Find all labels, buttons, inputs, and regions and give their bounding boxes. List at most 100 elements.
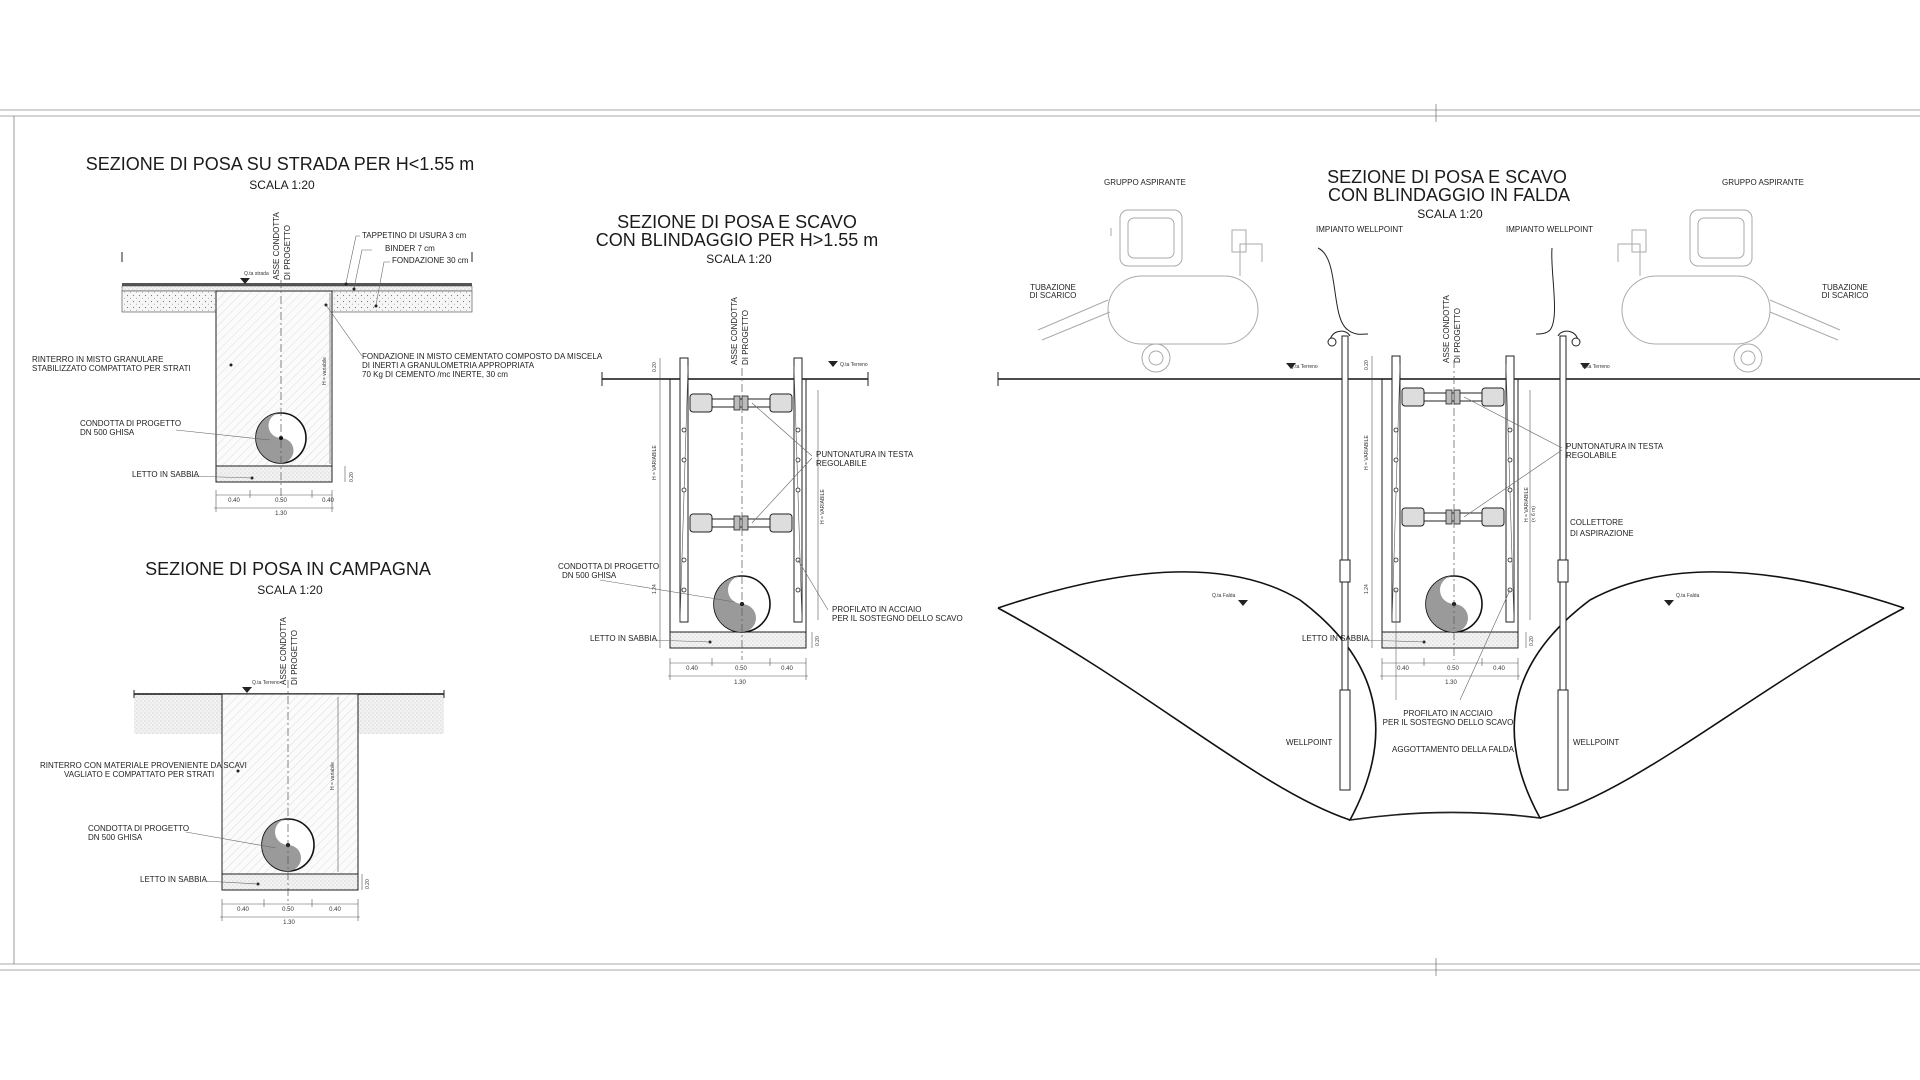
falda-hose-right	[1535, 247, 1555, 335]
strada-level-icon	[240, 278, 250, 284]
strada-rinterro-1: RINTERRO IN MISTO GRANULARE	[32, 355, 163, 364]
campagna-dim-3: 0.40	[329, 907, 341, 913]
strada-scale: SCALA 1:20	[249, 178, 315, 192]
campagna-dim-bed: 0.20	[365, 879, 371, 889]
falda-profile-bolts	[1393, 427, 1513, 593]
sheet-frame	[0, 104, 1920, 976]
section-strada: SEZIONE DI POSA SU STRADA PER H<1.55 m S…	[32, 154, 603, 517]
blindaggio-strut-bottom	[689, 513, 793, 533]
blindaggio-h-variable-right: H = VARIABILE	[820, 489, 826, 524]
blindaggio-puntonatura-1: PUNTONATURA IN TESTA	[816, 450, 914, 459]
falda-h-variable: H = VARIABILE	[1364, 435, 1370, 470]
campagna-dim-total: 1.30	[283, 920, 295, 926]
falda-tubazione-left-1: TUBAZIONE	[1030, 283, 1076, 292]
blindaggio-letto: LETTO IN SABBIA	[590, 634, 658, 643]
falda-dim-total: 1.30	[1445, 680, 1457, 686]
blindaggio-h-variable: H = VARIABILE	[652, 445, 658, 480]
strada-dim-2: 0.50	[275, 498, 287, 504]
strada-condotta-2: DN 500 GHISA	[80, 428, 135, 437]
falda-tubazione-left-2: DI SCARICO	[1030, 291, 1077, 300]
falda-tubazione-right-2: DI SCARICO	[1822, 291, 1869, 300]
strada-axis-label-1: ASSE CONDOTTA	[272, 211, 281, 280]
falda-hose-left	[1317, 247, 1369, 335]
falda-strut-bottom	[1401, 507, 1505, 527]
strada-binder	[121, 285, 473, 292]
falda-level-falda-left: Q.ta Falda	[1212, 593, 1236, 599]
strada-pipe	[255, 412, 307, 464]
falda-impianto-left: IMPIANTO WELLPOINT	[1316, 225, 1403, 234]
falda-scale: SCALA 1:20	[1417, 207, 1483, 221]
falda-letto: LETTO IN SABBIA	[1302, 634, 1370, 643]
blindaggio-condotta-2: DN 500 GHISA	[562, 571, 617, 580]
falda-collettore-2: DI ASPIRAZIONE	[1570, 529, 1634, 538]
strada-tappetino	[122, 283, 472, 286]
falda-machine-left	[1037, 209, 1263, 373]
blindaggio-level-icon	[828, 361, 838, 367]
strada-level: Q.ta strada	[244, 271, 269, 277]
falda-dim-bed: 0.20	[1529, 636, 1535, 646]
campagna-scale: SCALA 1:20	[257, 583, 323, 597]
falda-level-falda-right-icon	[1664, 600, 1674, 606]
blindaggio-axis-label-1: ASSE CONDOTTA	[730, 296, 739, 365]
falda-dim-top: 0.20	[1364, 360, 1370, 370]
strada-rinterro-2: STABILIZZATO COMPATTATO PER STRATI	[32, 364, 191, 373]
blindaggio-puntonatura-2: REGOLABILE	[816, 459, 867, 468]
falda-aggottamento: AGGOTTAMENTO DELLA FALDA	[1392, 745, 1515, 754]
blindaggio-condotta-1: CONDOTTA DI PROGETTO	[558, 562, 659, 571]
campagna-h-variable: H = variabile	[330, 762, 336, 790]
blindaggio-dim-total: 1.30	[734, 680, 746, 686]
falda-axis-label-2: DI PROGETTO	[1453, 308, 1462, 363]
falda-wellpoint-label-left: WELLPOINT	[1286, 738, 1332, 747]
falda-level-terreno-right-icon	[1580, 363, 1590, 369]
campagna-bed	[221, 873, 359, 891]
falda-dim-1: 0.40	[1397, 666, 1409, 672]
blindaggio-dim-top: 0.20	[652, 362, 658, 372]
campagna-level: Q.ta Terreno	[252, 680, 280, 686]
blindaggio-profilato-1: PROFILATO IN ACCIAIO	[832, 605, 922, 614]
strada-axis-label-2: DI PROGETTO	[283, 225, 292, 280]
section-falda: SEZIONE DI POSA E SCAVO CON BLINDAGGIO I…	[997, 167, 1920, 822]
falda-puntonatura-2: REGOLABILE	[1566, 451, 1617, 460]
strada-tappetino-label: TAPPETINO DI USURA 3 cm	[362, 231, 467, 240]
strada-dim-bed: 0.20	[349, 472, 355, 482]
strada-h-variable: H = variabile	[322, 357, 328, 385]
strada-fondazione-misto-1: FONDAZIONE IN MISTO CEMENTATO COMPOSTO D…	[362, 352, 603, 361]
campagna-condotta-2: DN 500 GHISA	[88, 833, 143, 842]
falda-wellpoint-label-right: WELLPOINT	[1573, 738, 1619, 747]
campagna-axis-label-1: ASSE CONDOTTA	[279, 616, 288, 685]
falda-tubazione-right-1: TUBAZIONE	[1822, 283, 1868, 292]
falda-level-terreno-right: Q.ta Terreno	[1582, 364, 1610, 370]
strada-bed	[215, 465, 333, 483]
blindaggio-scale: SCALA 1:20	[706, 252, 772, 266]
campagna-soil-right	[358, 694, 444, 734]
strada-dim-1: 0.40	[228, 498, 240, 504]
blindaggio-dim-1: 0.40	[686, 666, 698, 672]
falda-gruppo-right: GRUPPO ASPIRANTE	[1722, 178, 1804, 187]
blindaggio-title-1: SEZIONE DI POSA E SCAVO	[617, 212, 857, 232]
campagna-rinterro-2: VAGLIATO E COMPATTATO PER STRATI	[64, 770, 214, 779]
falda-collettore-1: COLLETTORE	[1570, 518, 1623, 527]
blindaggio-profile-bolts	[681, 427, 801, 593]
strada-condotta-1: CONDOTTA DI PROGETTO	[80, 419, 181, 428]
strada-fondazione-misto-2: DI INERTI A GRANULOMETRIA APPROPRIATA	[362, 361, 535, 370]
strada-title: SEZIONE DI POSA SU STRADA PER H<1.55 m	[86, 154, 475, 174]
strada-dim-3: 0.40	[322, 498, 334, 504]
campagna-axis-label-2: DI PROGETTO	[290, 630, 299, 685]
falda-wellpoint-right	[1557, 335, 1581, 791]
campagna-letto: LETTO IN SABBIA	[140, 875, 208, 884]
falda-profilato-2: PER IL SOSTEGNO DELLO SCAVO	[1383, 718, 1514, 727]
falda-strut-top	[1401, 387, 1505, 407]
section-blindaggio: SEZIONE DI POSA E SCAVO CON BLINDAGGIO P…	[558, 212, 963, 686]
falda-puntonatura-1: PUNTONATURA IN TESTA	[1566, 442, 1664, 451]
strada-fondazione-misto-3: 70 Kg DI CEMENTO /mc INERTE, 30 cm	[362, 370, 508, 379]
strada-dim-total: 1.30	[275, 511, 287, 517]
campagna-level-icon	[242, 687, 252, 693]
falda-impianto-right: IMPIANTO WELLPOINT	[1506, 225, 1593, 234]
campagna-soil-left	[134, 694, 222, 734]
blindaggio-title-2: CON BLINDAGGIO PER H>1.55 m	[596, 230, 879, 250]
blindaggio-level: Q.ta Terreno	[840, 362, 868, 368]
blindaggio-dim-bed: 0.20	[815, 636, 821, 646]
falda-dim-3: 0.40	[1493, 666, 1505, 672]
falda-title-2: CON BLINDAGGIO IN FALDA	[1328, 185, 1570, 205]
falda-dim-mid: 1.24	[1364, 584, 1370, 594]
